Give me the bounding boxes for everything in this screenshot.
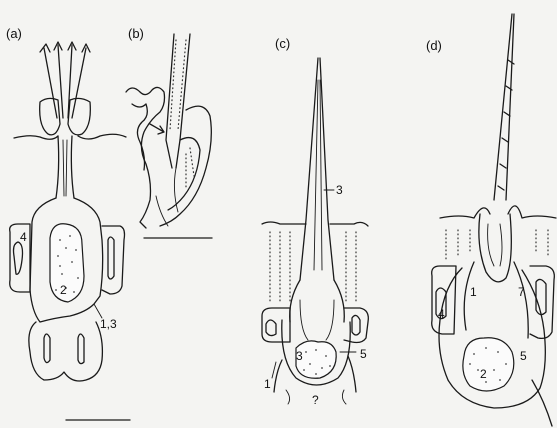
panel-d-cell-right xyxy=(530,266,554,338)
panel-c-leader-1 xyxy=(272,362,276,378)
panel-d-num-7: 7 xyxy=(518,285,525,299)
panel-a-cuticle xyxy=(14,134,126,139)
panel-c-hair xyxy=(300,58,334,280)
panel-a-num-4: 4 xyxy=(20,230,27,244)
panel-d-socket-inner xyxy=(488,224,502,266)
panel-a-cell-right-nucleus xyxy=(108,237,114,279)
panel-d-label: (d) xyxy=(426,38,442,53)
panel-c-label: (c) xyxy=(275,36,290,51)
panel-c-num-question: ? xyxy=(312,393,319,407)
panel-a: (a) 2 4 1,3 xyxy=(6,26,130,420)
panel-b-arrow xyxy=(150,124,164,134)
panel-a-rod-tips xyxy=(40,42,90,52)
panel-b-dendrite xyxy=(156,168,178,226)
panel-a-num-1-3: 1,3 xyxy=(100,317,117,331)
panel-c-num-1: 1 xyxy=(264,377,271,391)
panel-c-num-5: 5 xyxy=(360,347,367,361)
panel-a-num-2: 2 xyxy=(60,283,67,297)
panel-d: (d) 4 2 5 7 1 xyxy=(426,14,556,426)
panel-a-leader xyxy=(94,304,102,318)
panel-a-cell-left-nucleus xyxy=(14,242,23,274)
panel-c-socket-wall xyxy=(290,280,345,322)
panel-a-socket-right xyxy=(68,98,90,134)
panel-d-socket xyxy=(479,214,511,282)
panel-b-flap-inner xyxy=(168,138,200,210)
panel-a-nucleus xyxy=(50,224,84,302)
panel-d-hair xyxy=(494,14,514,200)
panel-a-rods xyxy=(44,45,86,118)
panel-d-cuticle-texture xyxy=(446,230,548,262)
panel-c: (c) 3 3 5 1 ? xyxy=(262,36,368,407)
panel-b-hair xyxy=(166,34,190,168)
panel-b-inner-fold xyxy=(132,104,147,170)
panel-c-cell-left-nucleus xyxy=(266,320,276,336)
panel-a-dendrite xyxy=(63,140,67,196)
panel-d-num-1: 1 xyxy=(470,285,477,299)
panel-c-hair-core xyxy=(314,80,322,270)
panel-c-cell-right xyxy=(344,308,368,343)
panel-d-axon xyxy=(532,380,552,426)
panel-c-bulb-inner xyxy=(300,300,334,340)
panel-d-num-4: 4 xyxy=(438,307,445,321)
panel-c-cuticle-texture xyxy=(270,232,356,304)
panel-c-num-3-top: 3 xyxy=(336,183,343,197)
panel-b-label: (b) xyxy=(128,26,144,41)
panel-a-basal-nuclei xyxy=(44,334,84,364)
panel-c-cell-right-nucleus xyxy=(352,315,360,335)
panel-b: (b) xyxy=(126,26,212,238)
panel-d-cell-right-nucleus xyxy=(536,279,546,314)
panel-d-inner-walls xyxy=(464,262,528,338)
panel-a-label: (a) xyxy=(6,26,22,41)
panel-a-basal-cells xyxy=(29,322,103,381)
panel-d-num-5: 5 xyxy=(520,349,527,363)
panel-c-num-3: 3 xyxy=(296,349,303,363)
panel-a-cell-right xyxy=(102,226,125,294)
panel-a-dendrite-channel xyxy=(56,136,74,198)
panel-d-cuticle xyxy=(440,206,556,218)
panel-d-num-2: 2 xyxy=(480,367,487,381)
